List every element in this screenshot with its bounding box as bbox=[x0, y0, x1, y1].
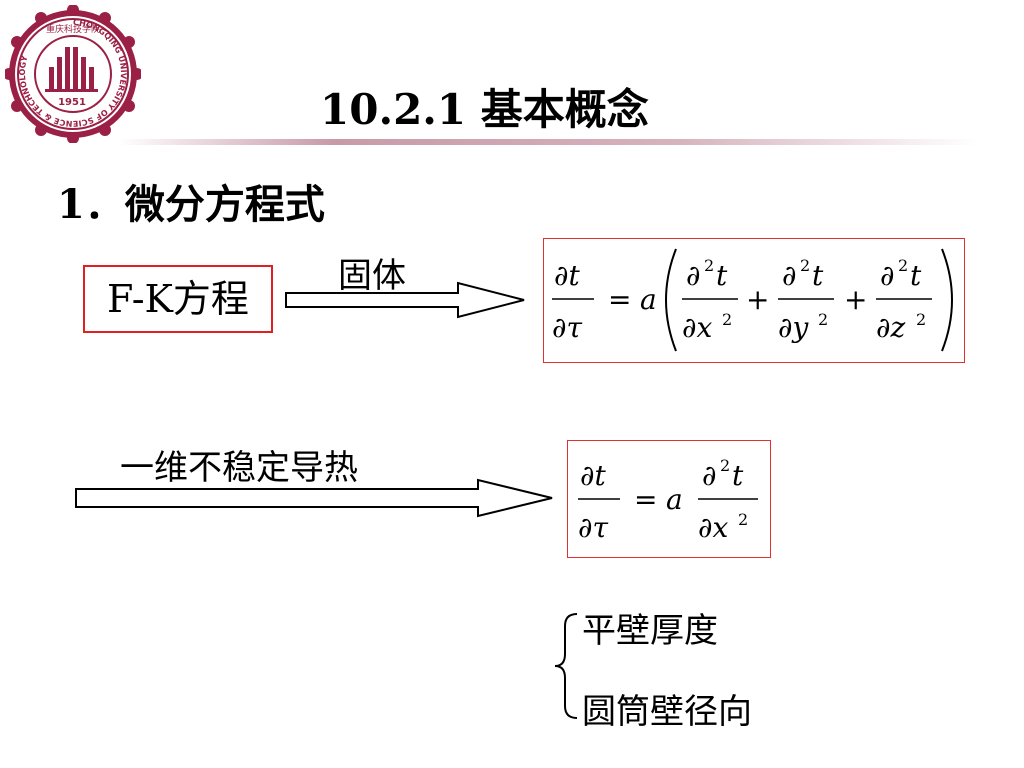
right-arrow-icon bbox=[285, 281, 525, 319]
svg-text:=: = bbox=[634, 483, 657, 516]
svg-text:∂t: ∂t bbox=[580, 459, 606, 492]
svg-text:+: + bbox=[844, 283, 867, 316]
svg-text:2: 2 bbox=[720, 456, 730, 475]
svg-text:2: 2 bbox=[800, 256, 810, 275]
svg-text:∂τ: ∂τ bbox=[578, 511, 608, 544]
curly-brace-icon bbox=[554, 613, 578, 719]
svg-text:∂: ∂ bbox=[702, 459, 716, 492]
logo-motto: 重庆科技学院 bbox=[46, 23, 100, 35]
logo-year: 1951 bbox=[58, 97, 86, 108]
arrow-label-1d-transient: 一维不稳定导热 bbox=[120, 448, 358, 488]
svg-text:a: a bbox=[640, 283, 657, 316]
svg-text:∂: ∂ bbox=[782, 259, 796, 292]
svg-text:a: a bbox=[666, 483, 683, 516]
svg-text:t: t bbox=[716, 259, 728, 292]
svg-text:t: t bbox=[812, 259, 824, 292]
svg-text:∂x: ∂x bbox=[682, 311, 712, 344]
title-underline bbox=[118, 139, 978, 145]
svg-text:2: 2 bbox=[704, 256, 714, 275]
university-logo: CHONGQING UNIVERSITY OF SCIENCE & TECHNO… bbox=[5, 5, 141, 143]
svg-text:∂z: ∂z bbox=[876, 311, 905, 344]
svg-text:=: = bbox=[608, 283, 631, 316]
right-arrow-icon bbox=[75, 478, 553, 518]
fk-equation-box: F-K方程 bbox=[83, 265, 273, 333]
svg-text:2: 2 bbox=[916, 310, 926, 329]
svg-text:+: + bbox=[746, 283, 769, 316]
svg-text:2: 2 bbox=[738, 510, 748, 529]
svg-text:∂x: ∂x bbox=[698, 511, 728, 544]
svg-text:2: 2 bbox=[722, 310, 732, 329]
slide-title: 10.2.1 基本概念 bbox=[320, 85, 649, 134]
svg-text:∂: ∂ bbox=[880, 259, 894, 292]
svg-text:∂: ∂ bbox=[686, 259, 700, 292]
svg-text:∂τ: ∂τ bbox=[552, 311, 582, 344]
list-item-plane-wall: 平壁厚度 bbox=[582, 611, 718, 651]
svg-text:2: 2 bbox=[818, 310, 828, 329]
svg-text:∂y: ∂y bbox=[778, 311, 809, 344]
section-heading: 1．微分方程式 bbox=[57, 181, 325, 228]
svg-text:t: t bbox=[910, 259, 922, 292]
svg-text:2: 2 bbox=[898, 256, 908, 275]
svg-text:∂t: ∂t bbox=[554, 259, 580, 292]
arrow-label-solid: 固体 bbox=[338, 256, 406, 296]
list-item-cylinder-radial: 圆筒壁径向 bbox=[582, 692, 752, 732]
svg-text:t: t bbox=[732, 459, 744, 492]
